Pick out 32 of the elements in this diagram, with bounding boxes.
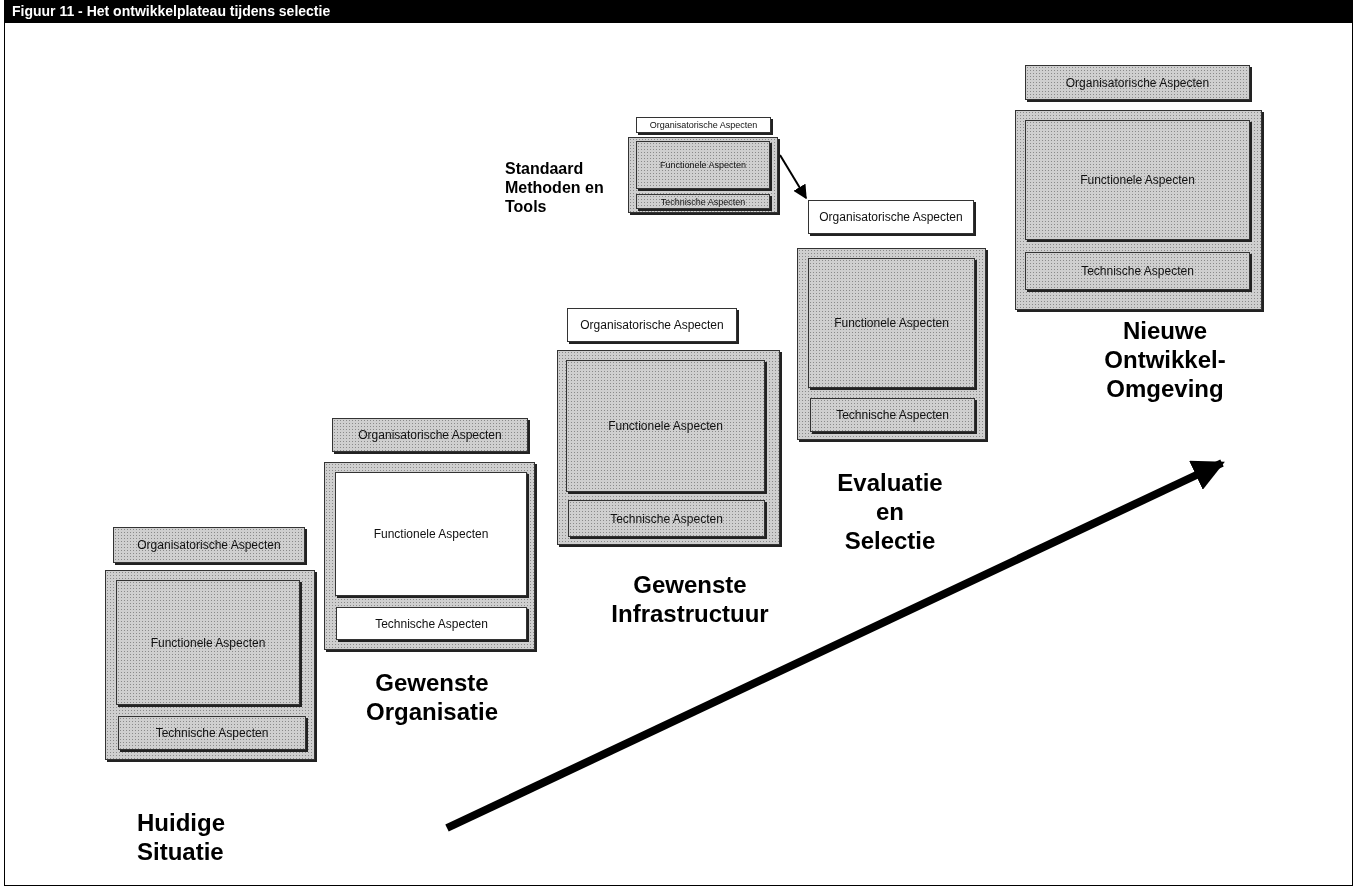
aspect-box: Technische Aspecten <box>336 607 527 640</box>
aspect-box: Organisatorische Aspecten <box>332 418 528 452</box>
aspect-box: Organisatorische Aspecten <box>567 308 737 342</box>
aspect-box: Functionele Aspecten <box>335 472 527 596</box>
stage-label: Evaluatie en Selectie <box>836 468 944 555</box>
aspect-box: Technische Aspecten <box>636 194 770 209</box>
plateau-panel <box>324 462 535 650</box>
aspect-box: Organisatorische Aspecten <box>808 200 974 234</box>
arrow <box>779 154 807 200</box>
aspect-box: Organisatorische Aspecten <box>1025 65 1250 100</box>
stage-label: Gewenste Organisatie <box>364 668 499 726</box>
stage-label: Standaard Methoden en Tools <box>505 159 605 216</box>
stage-label: Nieuwe Ontwikkel- Omgeving <box>1103 316 1227 403</box>
title-bar: Figuur 11 - Het ontwikkelplateau tijdens selectie <box>4 0 1353 22</box>
plateau-panel <box>797 248 986 440</box>
aspect-box: Functionele Aspecten <box>116 580 300 705</box>
aspect-box: Organisatorische Aspecten <box>636 117 771 133</box>
aspect-box: Functionele Aspecten <box>1025 120 1250 240</box>
stage-label: Gewenste Infrastructuur <box>610 570 770 628</box>
aspect-box: Technische Aspecten <box>118 716 306 750</box>
aspect-box: Technische Aspecten <box>1025 252 1250 290</box>
stage-label: Huidige Situatie <box>137 808 226 866</box>
aspect-box: Functionele Aspecten <box>808 258 975 388</box>
plateau-panel <box>105 570 315 760</box>
aspect-box: Functionele Aspecten <box>566 360 765 492</box>
aspect-box: Technische Aspecten <box>568 500 765 537</box>
plateau-panel <box>628 137 778 213</box>
aspect-box: Technische Aspecten <box>810 398 975 432</box>
aspect-box: Organisatorische Aspecten <box>113 527 305 563</box>
plateau-panel <box>557 350 780 545</box>
aspect-box: Functionele Aspecten <box>636 141 770 189</box>
plateau-panel <box>1015 110 1262 310</box>
